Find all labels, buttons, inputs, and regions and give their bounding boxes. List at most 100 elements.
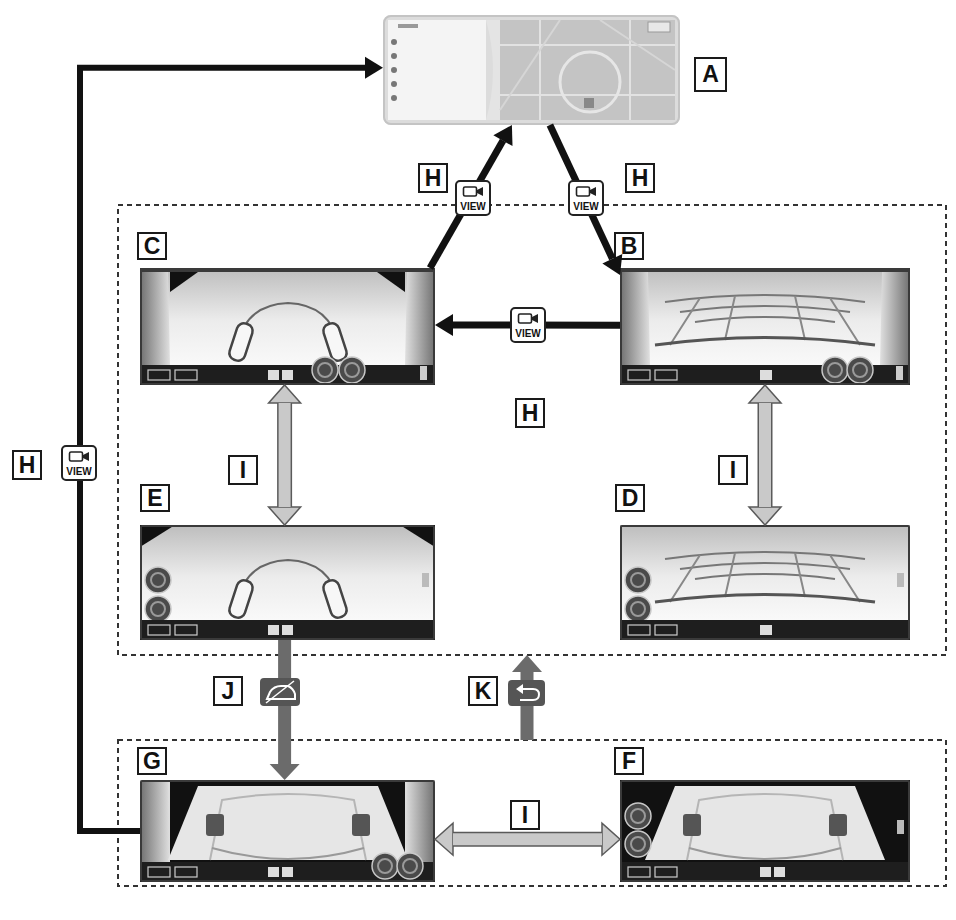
top-view-screen <box>140 780 435 882</box>
callout-letter: K <box>468 676 498 706</box>
corner-mask <box>400 525 435 547</box>
camera-symbol <box>517 312 539 325</box>
corner-mask <box>140 525 175 547</box>
screen-letter: D <box>615 484 645 512</box>
camera-body <box>70 452 83 461</box>
menu-dot <box>391 39 397 45</box>
screen-letter: B <box>614 232 644 260</box>
view-button-icon: VIEW <box>61 445 97 481</box>
camera-image <box>620 268 910 385</box>
camera-image <box>620 780 910 882</box>
arrow-head <box>435 314 453 336</box>
menu-dot <box>391 67 397 73</box>
arrow-shaft <box>430 141 503 268</box>
arrow-outline <box>758 403 773 507</box>
arrow-head <box>602 254 622 275</box>
screen-body <box>140 780 435 882</box>
camera-lens <box>532 314 538 323</box>
menu-dot <box>391 81 397 87</box>
arrow-head <box>512 655 542 672</box>
map-road <box>500 20 675 120</box>
camera-symbol <box>575 185 597 198</box>
transition-label: I <box>228 455 258 485</box>
rear-camera-screen <box>140 268 435 385</box>
button-text: VIEW <box>460 202 486 212</box>
arrow-head <box>749 385 781 403</box>
map-ring <box>560 52 620 112</box>
car-symbol <box>266 681 294 703</box>
camera-button <box>760 867 771 877</box>
connector-arrow <box>269 385 301 525</box>
arrow-shaft <box>759 403 771 507</box>
screen-body <box>383 15 680 125</box>
pillar <box>622 272 650 365</box>
connector-arrow <box>80 57 383 831</box>
map-area <box>500 20 675 120</box>
camera-symbol <box>68 450 90 463</box>
transition-label: H <box>625 163 655 193</box>
button-text: VIEW <box>66 467 92 477</box>
transition-label: H <box>418 163 448 193</box>
camera-button <box>282 370 293 380</box>
arrow-head <box>269 385 301 403</box>
screen-letter: F <box>614 747 644 775</box>
screen-letter: C <box>137 232 167 260</box>
transition-label: H <box>515 398 545 428</box>
pillar <box>142 272 170 365</box>
pillar <box>142 782 170 862</box>
control-bar <box>140 365 435 385</box>
group-frame <box>118 205 946 655</box>
camera-button <box>282 625 293 635</box>
pillar <box>880 272 908 365</box>
camera-button <box>268 867 279 877</box>
indicator <box>422 573 429 587</box>
connector-arrow <box>270 640 300 780</box>
camera-button <box>268 370 279 380</box>
pillar <box>405 272 433 365</box>
button-text: VIEW <box>573 202 599 212</box>
screen-node: C <box>140 268 435 385</box>
camera-button <box>268 625 279 635</box>
wide-camera-screen <box>620 525 910 640</box>
wide-camera-screen <box>140 525 435 640</box>
camera-button <box>774 867 785 877</box>
indicator <box>897 820 904 834</box>
screen-letter: A <box>694 57 727 92</box>
camera-body <box>519 314 532 323</box>
screen-letter: G <box>137 747 167 775</box>
arrow-shaft <box>279 403 291 507</box>
menu-dot <box>391 53 397 59</box>
map-button <box>648 22 670 32</box>
connector-arrow <box>430 125 513 268</box>
rear-camera-screen <box>620 268 910 385</box>
camera-image <box>620 525 910 640</box>
connector-arrow <box>749 385 781 525</box>
view-button-icon: VIEW <box>455 180 491 216</box>
arrow-head <box>270 764 300 780</box>
arrow-shaft <box>80 68 365 831</box>
camera-lens <box>590 187 596 196</box>
button-text: VIEW <box>515 329 541 339</box>
screen-node: D <box>620 525 910 640</box>
screen-node: E <box>140 525 435 640</box>
arrow-shaft <box>453 833 602 845</box>
arrow-head <box>269 507 301 525</box>
control-bar <box>140 620 435 640</box>
arrow-head <box>749 507 781 525</box>
pillar <box>405 782 433 862</box>
view-button-icon: VIEW <box>568 180 604 216</box>
camera-lens <box>477 187 483 196</box>
top-view-screen <box>620 780 910 882</box>
screen-node: B <box>620 268 910 385</box>
group-frame <box>118 740 946 886</box>
camera-button <box>282 867 293 877</box>
indicator <box>896 366 903 380</box>
transition-label: I <box>718 455 748 485</box>
menu-dot <box>391 95 397 101</box>
screen-letter: E <box>140 484 170 512</box>
map-road <box>500 20 675 110</box>
position-marker <box>584 98 594 108</box>
